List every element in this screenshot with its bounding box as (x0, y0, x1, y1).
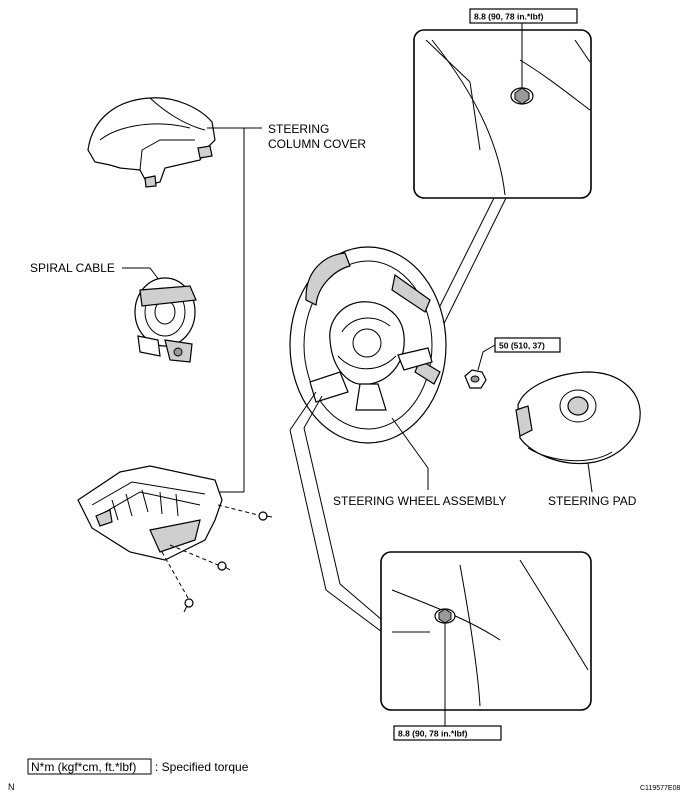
steering-wheel-assembly-label: STEERING WHEEL ASSEMBLY (333, 494, 506, 508)
bottom-inset-detail (391, 559, 589, 707)
bottom-inset-connector (289, 391, 383, 633)
steering-pad-label: STEERING PAD (548, 494, 637, 508)
figure-code: C119577E08 (640, 785, 680, 792)
top-torque-value: 8.8 (90, 78 in.*lbf) (474, 12, 544, 22)
spiral-cable-label: SPIRAL CABLE (30, 261, 115, 275)
bolt-icon (510, 87, 534, 105)
legend-description: : Specified torque (155, 760, 249, 774)
upper-steering-column-cover (87, 97, 216, 188)
screw-icon (258, 511, 268, 521)
steering-nut (464, 369, 487, 389)
footer-left-mark: N (8, 782, 15, 792)
column-cover-leader (207, 127, 262, 493)
top-torque-box (469, 8, 578, 24)
screw-icon (184, 598, 194, 608)
bolt-icon (434, 608, 456, 624)
steering-column-cover-label-line2: COLUMN COVER (268, 137, 366, 151)
steering-wheel-assembly (289, 246, 447, 444)
top-detail-inset (413, 29, 592, 199)
steering-pad-leader (587, 462, 593, 493)
bottom-torque-box (393, 725, 502, 741)
screw-icon (217, 561, 227, 571)
steering-wheel-leader (391, 417, 429, 469)
steering-pad (515, 371, 641, 465)
legend-units: N*m (kgf*cm, ft.*lbf) (31, 760, 136, 774)
lower-steering-column-cover (77, 465, 223, 561)
bottom-torque-value: 8.8 (90, 78 in.*lbf) (398, 729, 468, 739)
nut-torque-value: 50 (510, 37) (499, 341, 545, 351)
spiral-cable (134, 277, 197, 363)
cover-screws (161, 504, 273, 613)
legend-units-box (27, 758, 152, 775)
steering-column-cover-label-line1: STEERING (268, 122, 329, 136)
